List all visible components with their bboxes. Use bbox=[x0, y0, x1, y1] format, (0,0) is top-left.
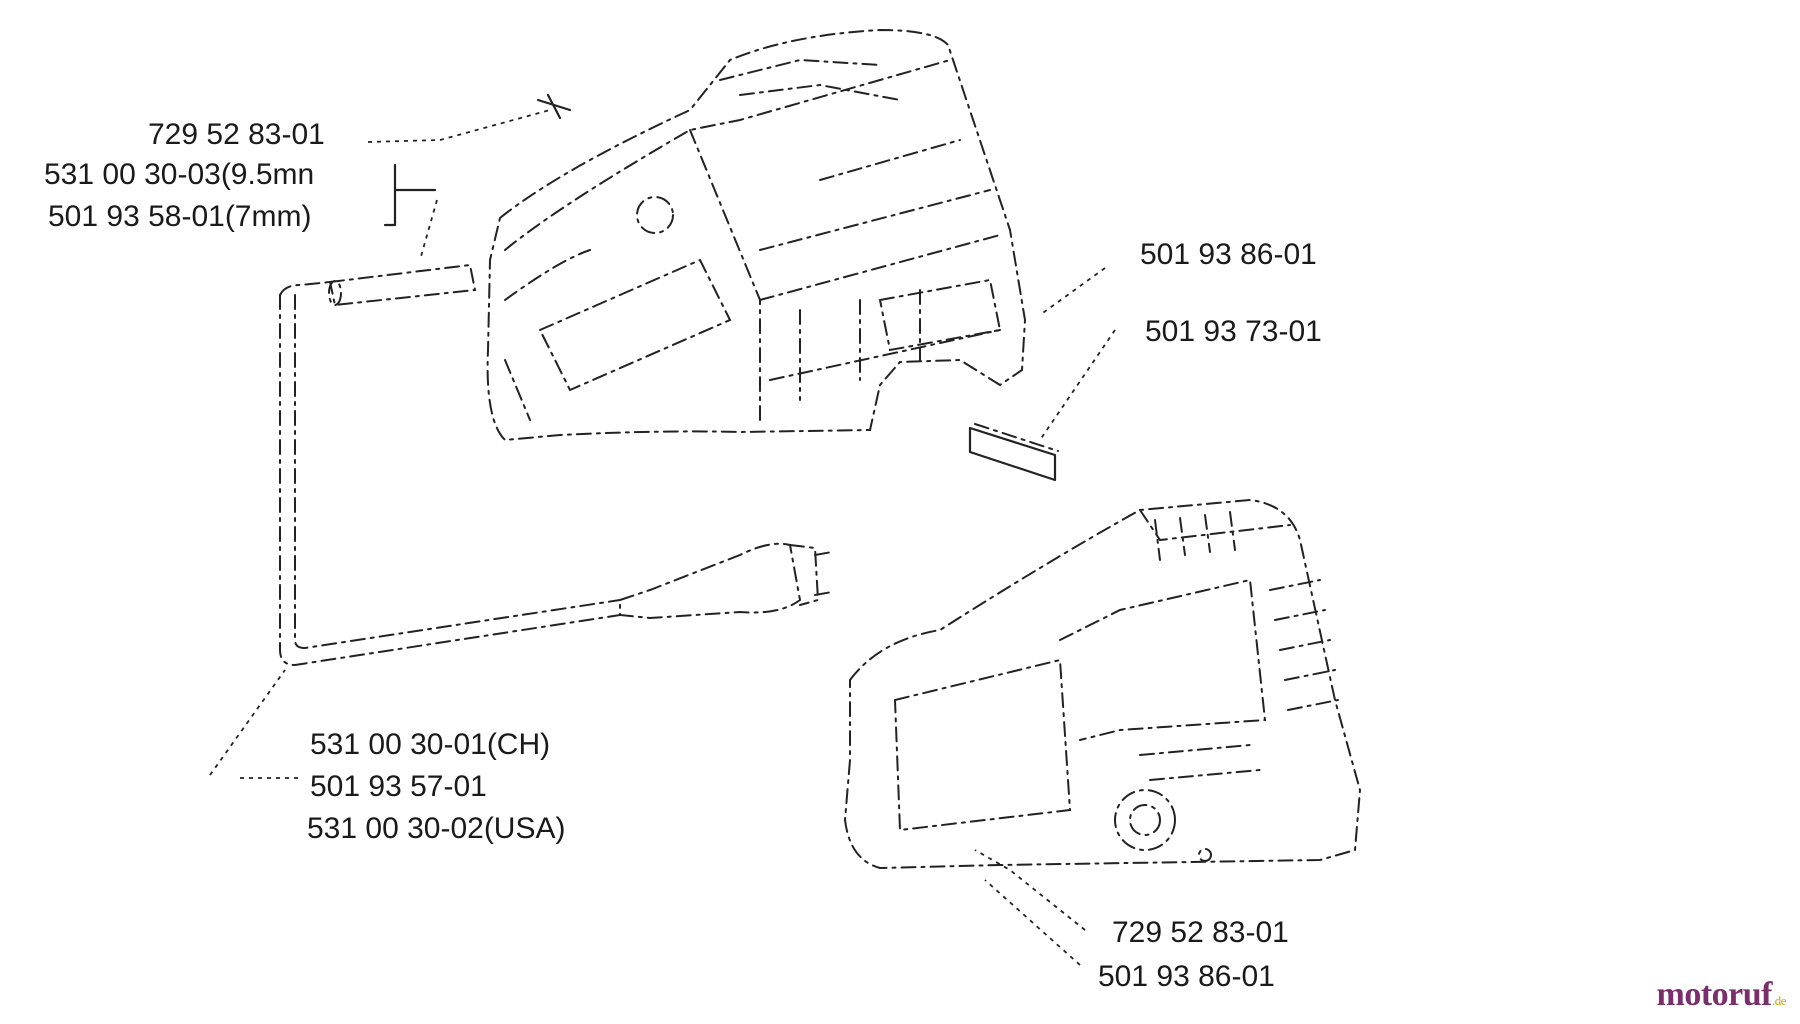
power-cord-drawing bbox=[279, 263, 833, 667]
label-part-501-93-73-01: 501 93 73-01 bbox=[1145, 315, 1322, 348]
filter-plate-drawing bbox=[968, 423, 1059, 482]
label-part-501-93-86-01-bottom: 501 93 86-01 bbox=[1098, 960, 1275, 993]
label-part-531-00-30-01: 531 00 30-01(CH) bbox=[310, 728, 551, 761]
label-part-501-93-57-01: 501 93 57-01 bbox=[310, 770, 487, 803]
leader-lines bbox=[209, 93, 1116, 966]
upper-housing-drawing bbox=[486, 28, 1027, 442]
lower-housing-drawing bbox=[843, 498, 1362, 870]
label-part-729-52-83-01-top: 729 52 83-01 bbox=[148, 118, 325, 151]
watermark-brand: motoruf bbox=[1656, 976, 1773, 1013]
watermark-logo: motoruf.de bbox=[1657, 976, 1787, 1014]
label-part-729-52-83-01-bottom: 729 52 83-01 bbox=[1112, 916, 1289, 949]
label-part-531-00-30-03: 531 00 30-03(9.5mn bbox=[44, 158, 315, 191]
label-part-501-93-86-01-upper: 501 93 86-01 bbox=[1140, 238, 1317, 271]
watermark-tld: .de bbox=[1771, 993, 1787, 1008]
label-part-531-00-30-02: 531 00 30-02(USA) bbox=[307, 812, 566, 845]
label-part-501-93-58-01: 501 93 58-01(7mm) bbox=[48, 200, 312, 233]
